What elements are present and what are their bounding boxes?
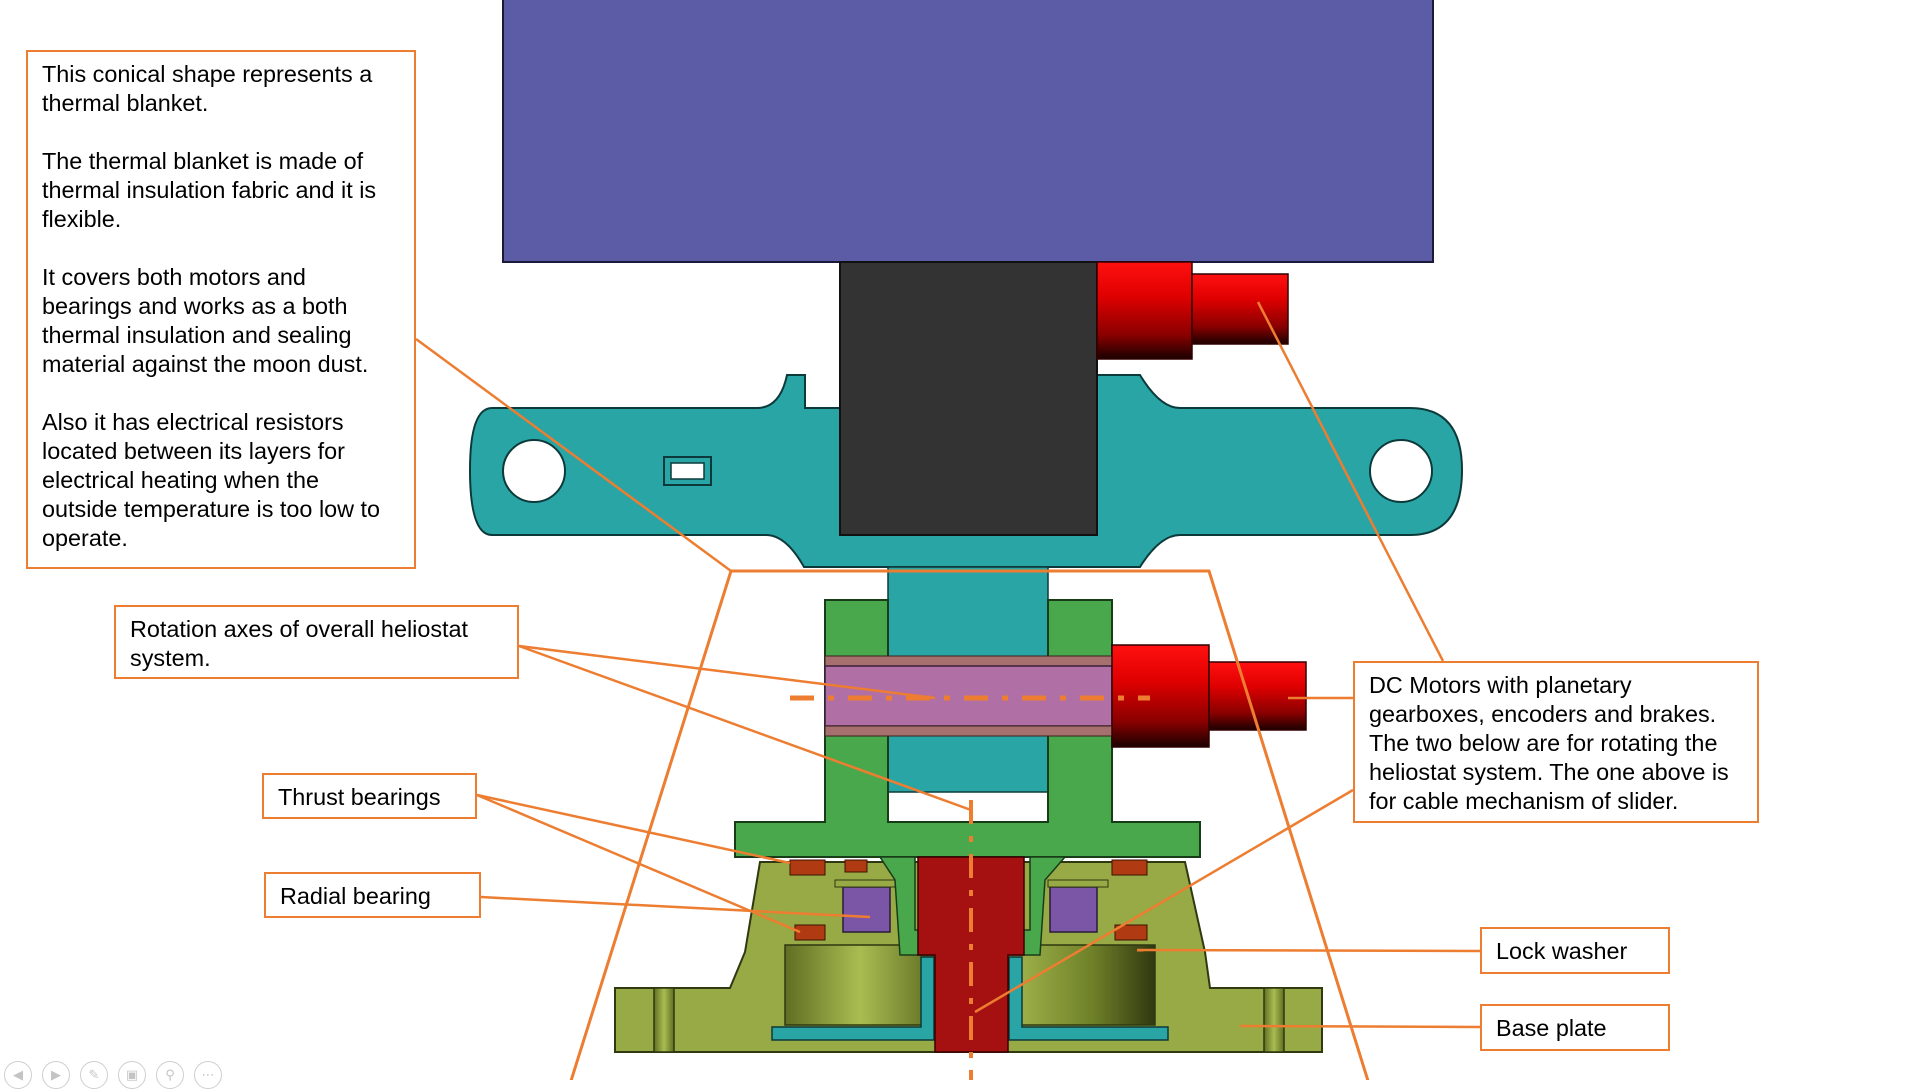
pen-icon[interactable]: ✎ (80, 1061, 108, 1089)
upper-motor-cap (1191, 273, 1289, 345)
leader-thrust-1 (476, 793, 791, 865)
slides-icon[interactable]: ▣ (118, 1061, 146, 1089)
thrust-bearing-low-right (1114, 924, 1148, 941)
shaft-ring-bottom (824, 725, 1113, 737)
bracket-hole-right (1369, 439, 1433, 503)
bracket-hole-left (502, 439, 566, 503)
lock-washer (771, 956, 935, 1041)
zoom-icon[interactable]: ⚲ (156, 1061, 184, 1089)
base-flange-left-tab (653, 987, 675, 1053)
leader-motor-shaft (974, 788, 1354, 1014)
leader-rotation-1 (518, 644, 936, 700)
blanket-paragraph-3: It covers both motors and bearings and w… (42, 264, 369, 377)
dc-motors-text: DC Motors with planetary gearboxes, enco… (1369, 672, 1729, 814)
leader-base-plate (1239, 1024, 1481, 1029)
next-icon[interactable]: ▶ (42, 1061, 70, 1089)
leader-radial (480, 895, 871, 919)
thrust-bearing-low-left (794, 924, 826, 941)
leader-rotation-2 (518, 644, 972, 812)
leader-lock-washer (1136, 948, 1481, 953)
base-flange-right-tab (1263, 987, 1285, 1053)
radial-bearing-right (1049, 886, 1098, 933)
prev-icon[interactable]: ◀ (4, 1061, 32, 1089)
blue-panel (502, 0, 1434, 263)
thermal-blanket-cone (569, 569, 1370, 1080)
thrust-bearing-top-left-2 (844, 859, 868, 873)
base-plate-callout: Base plate (1480, 1004, 1670, 1051)
rotation-axes-callout: Rotation axes of overall heliostat syste… (114, 605, 519, 679)
blanket-paragraph-2: The thermal blanket is made of thermal i… (42, 148, 377, 232)
dark-block (839, 261, 1098, 536)
rotation-axes-text: Rotation axes of overall heliostat syste… (130, 616, 469, 671)
lower-motor-cap (1208, 661, 1307, 731)
radial-bearing-left (842, 886, 891, 933)
thrust-bearing-top-left (789, 859, 826, 876)
thermal-blanket-callout: This conical shape represents a thermal … (26, 50, 416, 569)
lower-motor-body (1111, 644, 1210, 748)
leader-blanket (415, 337, 732, 573)
blanket-paragraph-4: Also it has electrical resistors located… (42, 409, 381, 551)
bracket-slot-inner (670, 462, 705, 480)
thrust-bearings-text: Thrust bearings (278, 784, 441, 810)
lock-washer-text: Lock washer (1496, 938, 1628, 964)
radial-bearing-right-ring (1047, 879, 1109, 888)
radial-bearing-text: Radial bearing (280, 883, 431, 909)
blanket-paragraph-1: This conical shape represents a thermal … (42, 61, 373, 116)
leader-lines (415, 301, 1481, 1029)
thrust-bearing-top-right (1111, 859, 1148, 876)
lock-washer-callout: Lock washer (1480, 927, 1670, 974)
radial-bearing-left-ring (834, 879, 896, 888)
upper-motor-body (1096, 261, 1193, 360)
leader-motor-upper (1256, 301, 1445, 662)
base-plate-text: Base plate (1496, 1015, 1607, 1041)
more-icon[interactable]: ⋯ (194, 1061, 222, 1089)
shaft-ring-top (824, 655, 1113, 667)
lock-washer-right (1008, 956, 1169, 1041)
base-cavity-right (999, 944, 1156, 1026)
base-cavity-left (784, 944, 936, 1026)
radial-bearing-callout: Radial bearing (264, 872, 481, 918)
leader-thrust-2 (476, 793, 801, 934)
thrust-bearings-callout: Thrust bearings (262, 773, 477, 819)
central-shaft (917, 856, 1025, 1053)
dc-motors-callout: DC Motors with planetary gearboxes, enco… (1353, 661, 1759, 823)
